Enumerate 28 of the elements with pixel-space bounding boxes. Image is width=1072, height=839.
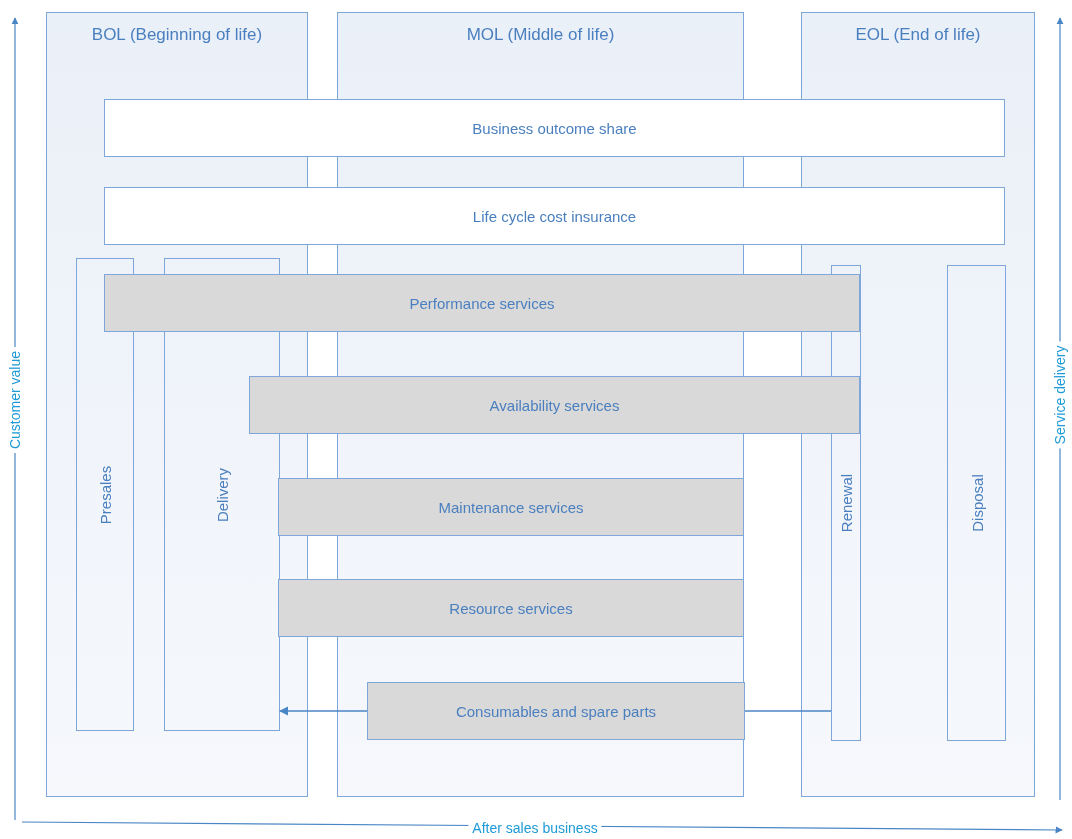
stage-column	[947, 265, 1006, 741]
column-label: Presales	[96, 465, 114, 524]
service-band	[278, 478, 744, 536]
axis-label: After sales business	[468, 820, 602, 836]
band-label: Maintenance services	[438, 498, 584, 516]
service-band	[104, 187, 1005, 245]
axis-label: Customer value	[7, 347, 23, 453]
arrow	[279, 706, 368, 716]
service-band	[367, 682, 745, 740]
axis-label: Service delivery	[1052, 341, 1068, 449]
connector-line	[744, 710, 832, 712]
stage-column	[76, 258, 134, 731]
band-label: Performance services	[409, 294, 555, 312]
service-band	[104, 274, 860, 332]
band-label: Business outcome share	[472, 119, 637, 137]
service-band	[278, 579, 744, 637]
band-label: Consumables and spare parts	[455, 702, 657, 720]
band-label: Availability services	[489, 396, 620, 414]
service-band	[104, 99, 1005, 157]
panel-title: MOL (Middle of life)	[466, 25, 615, 45]
column-label: Disposal	[968, 474, 985, 532]
service-band	[249, 376, 860, 434]
band-label: Resource services	[449, 599, 573, 617]
band-label: Life cycle cost insurance	[472, 207, 637, 225]
panel-title: EOL (End of life)	[855, 25, 981, 45]
panel-title: BOL (Beginning of life)	[91, 25, 263, 45]
column-label: Renewal	[837, 473, 855, 533]
column-label: Delivery	[213, 467, 231, 522]
